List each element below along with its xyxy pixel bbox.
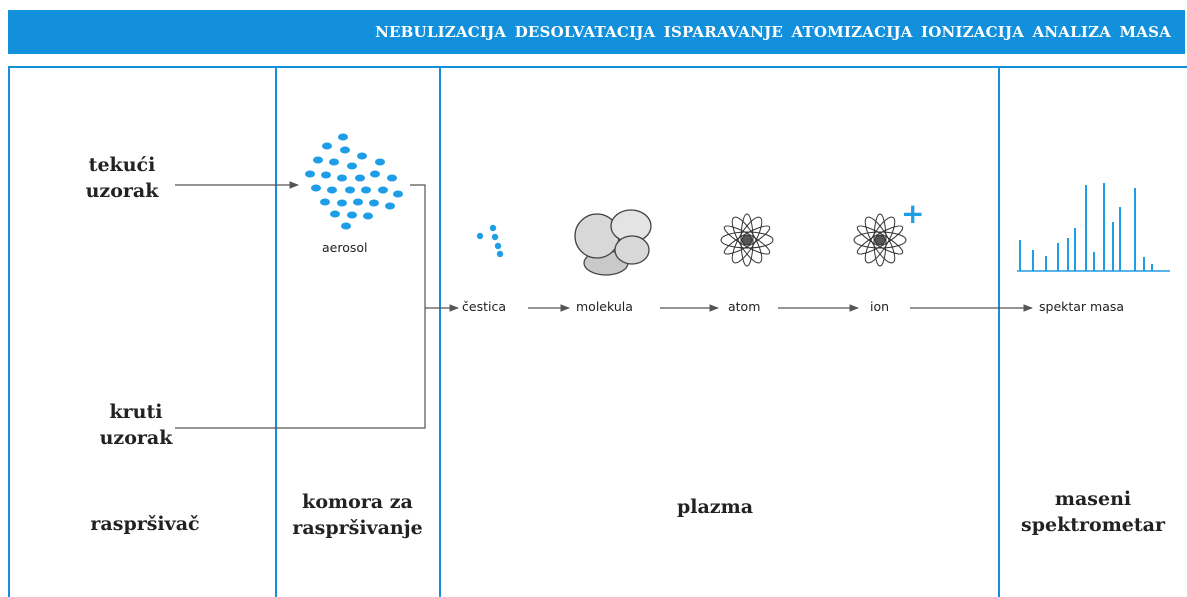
- frame-top-line: [8, 66, 1187, 68]
- process-steps-title: NEBULIZACIJA DESOLVATACIJA ISPARAVANJE A…: [375, 23, 1171, 41]
- mass-spectrum-icon: [1017, 183, 1170, 272]
- plasma-column-label: plazma: [676, 496, 754, 518]
- ion-label: ion: [870, 299, 890, 314]
- mass-spectrometer-line2: spektrometar: [1021, 514, 1165, 536]
- divider-nebulizer-chamber: [275, 66, 277, 597]
- solid-sample-label: kruti uzorak: [96, 399, 176, 451]
- mass-spectrometer-column-label: maseni spektrometar: [1008, 486, 1178, 538]
- mass-spectrum-label: spektar masa: [1039, 299, 1125, 314]
- molecule-label: molekula: [576, 299, 633, 314]
- aerosol-label: aerosol: [322, 240, 368, 255]
- particle-icon: [476, 224, 504, 258]
- liquid-sample-line1: tekući: [88, 154, 156, 176]
- process-banner: NEBULIZACIJA DESOLVATACIJA ISPARAVANJE A…: [8, 10, 1185, 54]
- chamber-outlet-line: [410, 184, 426, 308]
- atom-icon: [720, 213, 774, 267]
- mass-spectrometer-line1: maseni: [1054, 488, 1132, 510]
- solid-sample-line1: kruti: [109, 401, 163, 423]
- spray-chamber-line2: raspršivanje: [292, 517, 423, 539]
- solid-sample-line: [175, 308, 426, 429]
- divider-plasma-ms: [998, 66, 1000, 597]
- molecule-icon: [574, 209, 652, 276]
- aerosol-droplets-icon: [305, 133, 403, 230]
- divider-chamber-plasma: [439, 66, 441, 597]
- ion-icon: [853, 213, 907, 267]
- liquid-sample-label: tekući uzorak: [82, 152, 162, 204]
- atom-label: atom: [728, 299, 761, 314]
- frame-left-line: [8, 66, 10, 597]
- particle-label: čestica: [462, 299, 506, 314]
- ion-charge-sign: +: [901, 197, 924, 230]
- spray-chamber-line1: komora za: [302, 491, 413, 513]
- nebulizer-column-label: raspršivač: [90, 513, 200, 535]
- liquid-sample-line2: uzorak: [85, 180, 159, 202]
- spray-chamber-column-label: komora za raspršivanje: [280, 489, 435, 541]
- solid-sample-line2: uzorak: [99, 427, 173, 449]
